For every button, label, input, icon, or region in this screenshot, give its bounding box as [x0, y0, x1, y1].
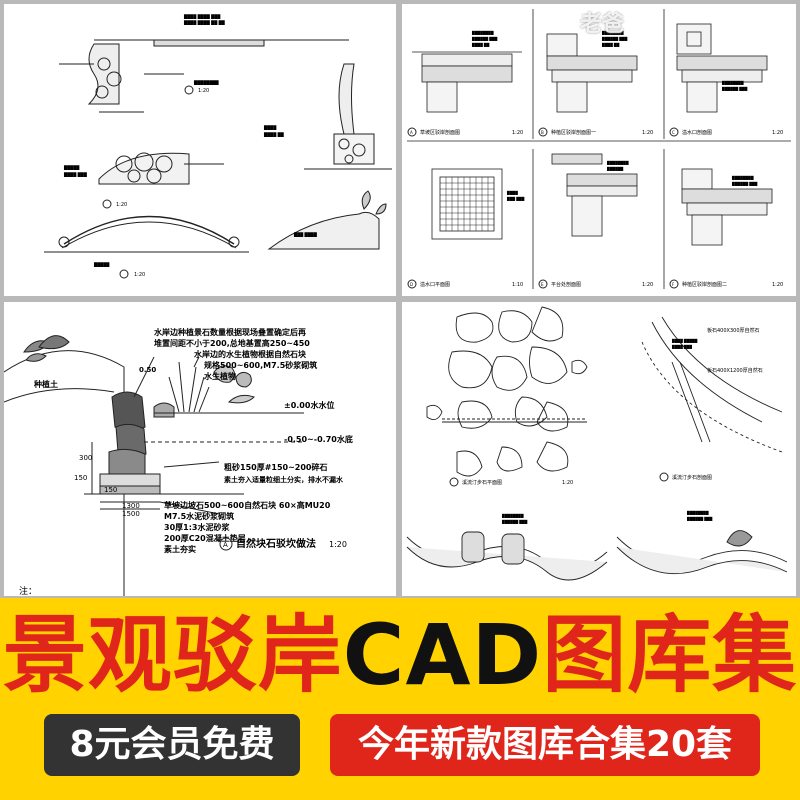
p2-scale-f: 1:20: [772, 282, 783, 288]
svg-text:████ ████ ██ ██: ████ ████ ██ ██: [183, 20, 226, 25]
cad-drawing-4: ████ █████ ████ ███ ██████████████ ███ █…: [406, 306, 788, 581]
svg-text:████ █████: ████ █████: [671, 338, 698, 343]
p3-caption-mark: A: [223, 541, 228, 549]
svg-text:████████: ████████: [686, 510, 709, 515]
p3-note-label: 注：: [19, 585, 37, 596]
svg-text:████████: ████████: [606, 160, 629, 165]
title-part2: 图库集: [542, 606, 798, 704]
svg-text:██████: ██████: [606, 166, 623, 171]
p3-dim-1300: 1300: [122, 502, 140, 510]
svg-text:████████: ████████: [731, 175, 754, 180]
p3-note-11: M7.5水泥砂浆砌筑: [164, 511, 234, 521]
p3-level: 0.50: [139, 366, 156, 374]
cad-panel-six-sections: ██████████████ ███████ ██ ██████████████…: [402, 4, 796, 296]
p3-note-8: 粗砂150厚#150~200碎石: [224, 462, 328, 472]
p3-dim-150b: 150: [104, 486, 117, 494]
svg-text:██████ ███: ██████ ███: [601, 36, 628, 41]
p1-scale-2: 1:20: [116, 202, 127, 208]
cad-drawing-2: ██████████████ ███████ ██ ██████████████…: [407, 9, 791, 289]
svg-text:████ ████ ███: ████ ████ ███: [183, 14, 221, 19]
p2-mark-f: F: [672, 282, 675, 287]
p3-note-3: 水岸边的水生植物根据自然石块: [193, 349, 307, 359]
p2-caption-a: 草坡区驳岸剖面图: [420, 129, 460, 136]
svg-text:██████ ███: ██████ ███: [686, 516, 713, 521]
cad-drawing-3: 水岸边种植景石数量根据现场叠置确定后再 堆置间距不小于200,总地基置高250~…: [4, 327, 353, 596]
p3-note-9: 素土夯入适量粒细土分实，排水不漏水: [224, 475, 344, 484]
p2-mark-d: D: [410, 282, 413, 287]
p2-mark-c: C: [672, 130, 675, 135]
p4-caption-section: 溪流汀步石剖面图: [672, 474, 712, 481]
p3-note-5: 水生植物: [203, 371, 236, 381]
p3-dim-1500: 1500: [122, 510, 140, 518]
svg-text:████: ████: [263, 125, 277, 130]
title-part1: 景观驳岸: [2, 606, 343, 704]
svg-text:████████: ████████: [193, 80, 220, 85]
watermark-stamp: 老爸: [580, 12, 625, 37]
p2-caption-e: 平台处剖面图: [551, 281, 581, 288]
svg-text:███ ███: ███ ███: [506, 196, 525, 201]
p3-note-6: ±0.00水水位: [284, 400, 334, 410]
p2-caption-d: 溢水口平面图: [420, 281, 450, 288]
p2-scale-b: 1:20: [642, 130, 653, 136]
svg-text:██████ ███: ██████ ███: [501, 519, 528, 524]
svg-text:████ ██: ████ ██: [263, 132, 285, 137]
member-free-badge[interactable]: 8元会员免费: [44, 714, 300, 776]
svg-text:███ ████: ███ ████: [293, 232, 318, 237]
p3-left-label: 种植土: [33, 379, 58, 389]
svg-text:████████: ████████: [501, 513, 524, 518]
p3-dim-150a: 150: [74, 474, 87, 482]
cad-panel-natural-stone-revetment: 水岸边种植景石数量根据现场叠置确定后再 堆置间距不小于200,总地基置高250~…: [4, 302, 396, 596]
p2-scale-e: 1:20: [642, 282, 653, 288]
p2-caption-b: 种植区驳岸剖面图一: [551, 129, 596, 136]
p2-mark-a: A: [410, 130, 413, 135]
collection-badge[interactable]: 今年新款图库合集20套: [330, 714, 760, 776]
svg-text:████ ███: ████ ███: [63, 172, 88, 177]
p2-mark-b: B: [541, 130, 544, 135]
p2-scale-c: 1:20: [772, 130, 783, 136]
svg-text:████████: ████████: [721, 80, 744, 85]
svg-text:████ ███: ████ ███: [671, 344, 692, 349]
cad-drawing-1: ████ ████ ███ ████ ████ ██ ██ ████████ █…: [44, 14, 392, 279]
svg-text:████████: ████████: [471, 30, 494, 35]
svg-text:████████: ████████: [601, 30, 624, 35]
title-cad: CAD: [342, 606, 543, 704]
p3-dim-300: 300: [79, 454, 92, 462]
p3-note-2: 堆置间距不小于200,总地基置高250~450: [154, 338, 310, 348]
svg-text:██████ ███: ██████ ███: [731, 181, 758, 186]
p3-note-4: 规格500~600,M7.5砂浆砌筑: [204, 360, 317, 370]
p4-caption-plan: 溪流汀步石平面图: [462, 479, 502, 486]
p2-scale-d: 1:10: [512, 282, 523, 288]
svg-text:█████: █████: [93, 262, 110, 267]
svg-text:██████ ███: ██████ ███: [721, 86, 748, 91]
p3-note-14: 素土夯实: [164, 544, 196, 554]
p2-caption-f: 种植区驳岸剖面图二: [682, 281, 727, 288]
p2-mark-e: E: [541, 282, 544, 287]
p3-note-1: 水岸边种植景石数量根据现场叠置确定后再: [153, 327, 306, 337]
svg-text:████ ██: ████ ██: [471, 42, 490, 47]
p2-caption-c: 溢水口剖面图: [682, 129, 712, 136]
p1-scale-1: 1:20: [198, 88, 209, 94]
p2-scale-a: 1:20: [512, 130, 523, 136]
p3-note-10: 草坡边坡石500~600自然石块 60×高MU20: [164, 500, 331, 510]
cad-panel-revetment-sections: ████ ████ ███ ████ ████ ██ ██ ████████ █…: [4, 4, 396, 296]
p4-label-b: 板石400X1200厚自然石: [707, 367, 763, 374]
p3-caption-scale: 1:20: [329, 540, 347, 549]
svg-text:█████: █████: [63, 165, 80, 170]
p3-caption: 自然块石驳坎做法: [236, 537, 316, 550]
p4-scale-plan: 1:20: [562, 480, 573, 486]
p3-note-7: -0.50~-0.70水底: [284, 434, 353, 444]
p1-scale-3: 1:20: [134, 272, 145, 278]
p4-label-a: 板石400X300厚自然石: [707, 327, 760, 334]
svg-text:██████ ███: ██████ ███: [471, 36, 498, 41]
p3-note-12: 30厚1:3水泥砂浆: [164, 522, 230, 532]
cad-panel-stream-stepping-stones: ████ █████ ████ ███ ██████████████ ███ █…: [402, 302, 796, 596]
promo-title: 景观驳岸CAD图库集: [0, 600, 800, 710]
p3-note-13: 200厚C20混凝土垫层: [164, 533, 246, 543]
svg-text:████ ██: ████ ██: [601, 42, 620, 47]
svg-text:████: ████: [506, 190, 518, 195]
